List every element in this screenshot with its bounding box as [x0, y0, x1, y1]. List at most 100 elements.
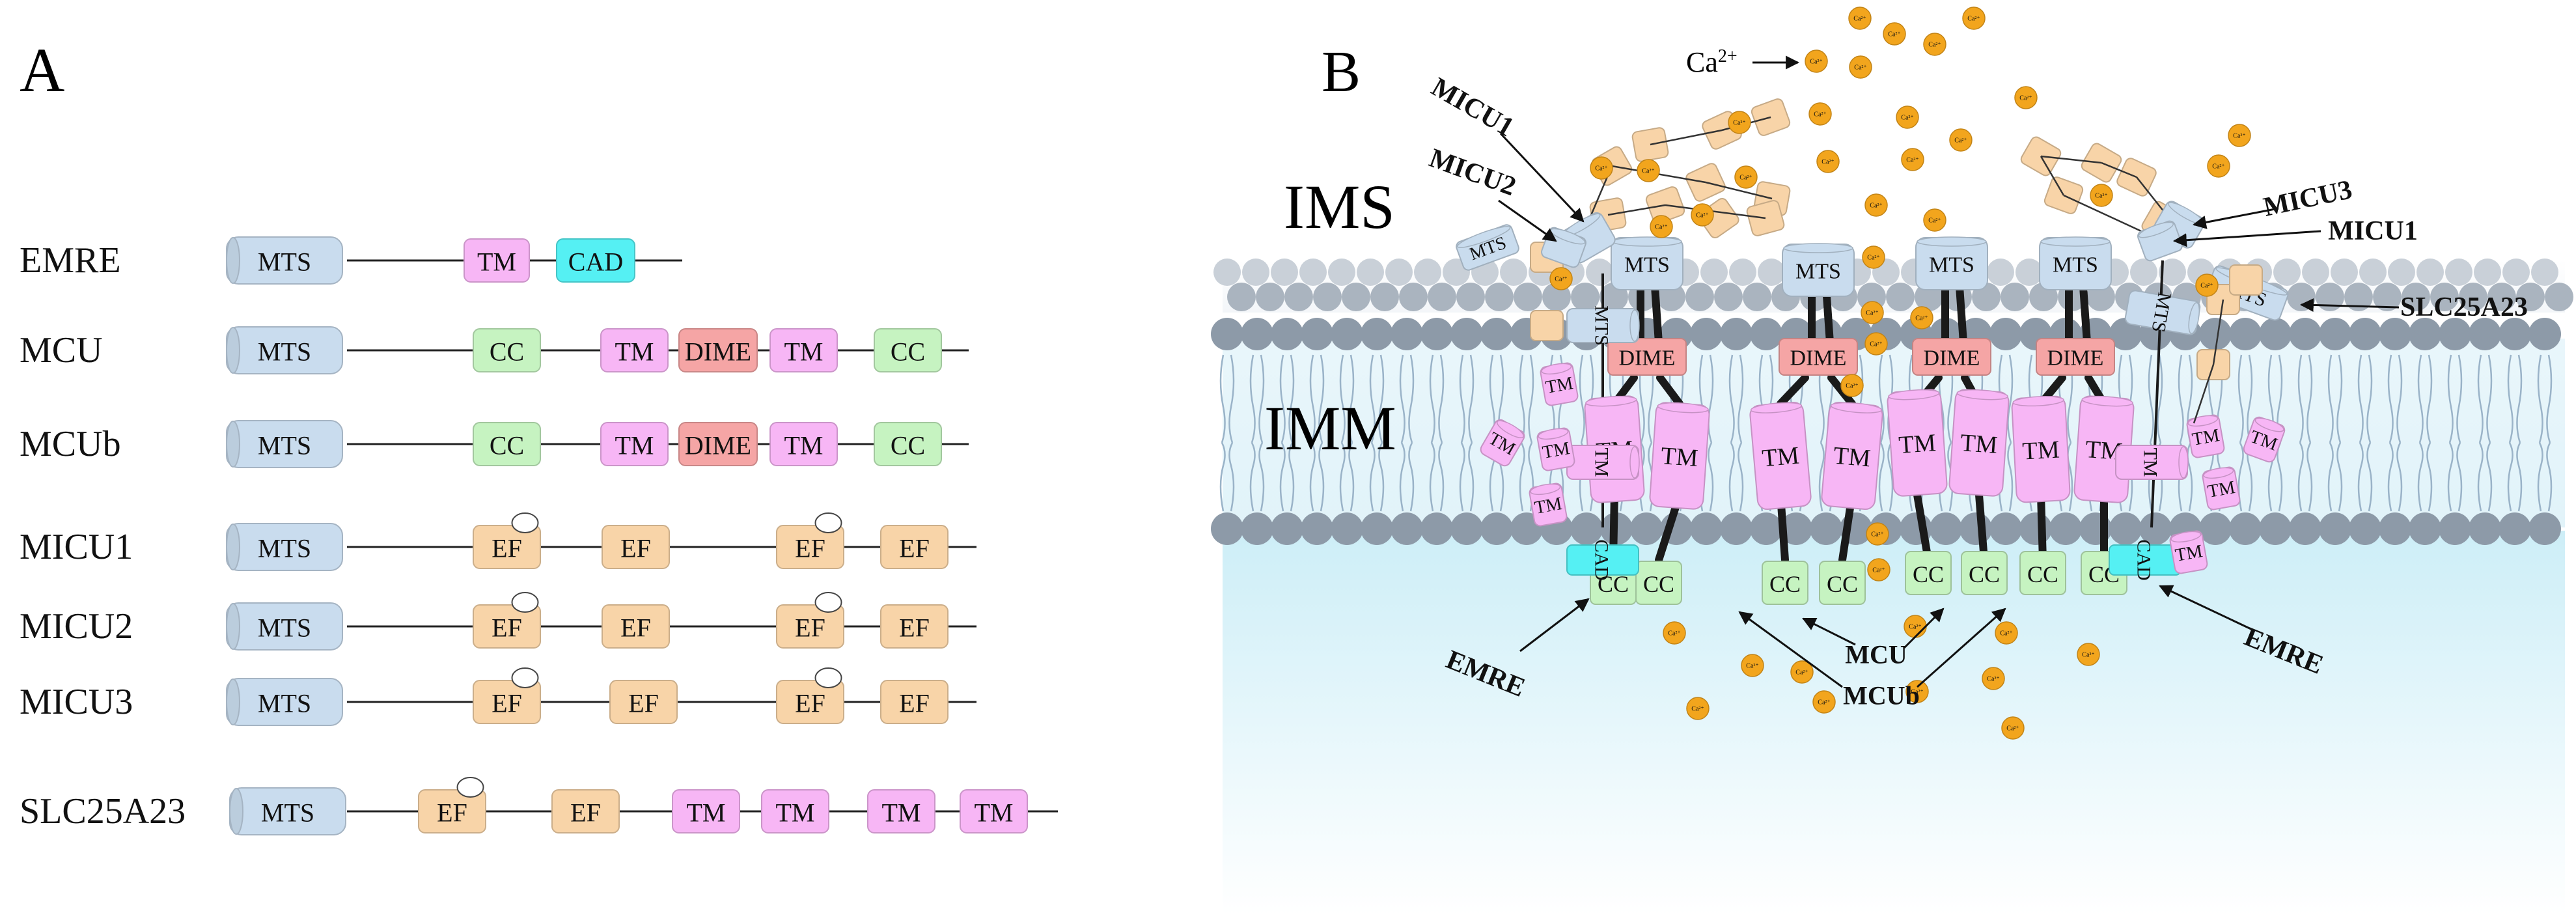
ca-ion-label: Ca²⁺: [1987, 676, 1999, 683]
slc25a23-right-tm-3-label: TM: [2206, 477, 2237, 502]
mcu-tm-3-label: TM: [1761, 442, 1800, 473]
domain-cc: CC: [874, 328, 942, 372]
ca-ion: Ca²⁺: [1805, 49, 1828, 73]
domain-label: MTS: [258, 431, 311, 460]
domain-label: EF: [628, 689, 659, 718]
domain-tm: TM: [464, 238, 530, 283]
domain-mts: MTS: [226, 326, 343, 374]
ca-ion: Ca²⁺: [1790, 660, 1814, 684]
domain-tm: TM: [672, 789, 740, 833]
protein-name: MICU2: [20, 606, 133, 647]
callout-micu1-left-arrow: [1499, 132, 1585, 223]
mcu-tm-4: TM: [1821, 401, 1883, 511]
mcu-tm-3: TM: [1749, 401, 1812, 511]
mcu-tm-4-label: TM: [1833, 442, 1872, 473]
mcu-cc-5-label: CC: [1913, 561, 1944, 587]
mcu-cc-7-label: CC: [2027, 561, 2058, 587]
callout-micu1-left-label: MICU1: [1426, 72, 1519, 143]
mcu-dime-4: DIME: [2036, 338, 2115, 376]
ca-ion-label: Ca²⁺: [1867, 255, 1879, 262]
emre-right-tm-label: TM: [2140, 448, 2161, 477]
ca-ion-label: Ca²⁺: [2200, 283, 2213, 290]
ca-ion-label: Ca²⁺: [1909, 624, 1921, 631]
emre-left-tm-label: TM: [1591, 448, 1613, 477]
mcu-cc-7: CC: [2019, 551, 2066, 595]
mcu-cc-4: CC: [1819, 561, 1866, 605]
calcium-ions: Ca²⁺ Ca²⁺ Ca²⁺ Ca²⁺ Ca²⁺ Ca²⁺ Ca²⁺ Ca²⁺ Ca²⁺ Ca²⁺…: [1549, 7, 2251, 740]
ca-ion-label: Ca²⁺: [1871, 531, 1883, 539]
ca-ion: Ca²⁺: [1864, 332, 1888, 356]
domain-label: EF: [899, 534, 930, 563]
slc25a23-left-tm-1-label: TM: [1544, 373, 1575, 398]
domain-label: CAD: [568, 247, 623, 277]
calcium-binding-site: [814, 667, 842, 688]
ca-ion: Ca²⁺: [1896, 105, 1919, 129]
ca-ion-label: Ca²⁺: [2212, 163, 2224, 171]
ca-ion-label: Ca²⁺: [1906, 157, 1918, 164]
domain-label: DIME: [685, 337, 751, 367]
slc25a23-right-tm-3: TM: [2202, 466, 2241, 511]
domain-label: EF: [795, 534, 825, 563]
domain-tm: TM: [769, 422, 838, 466]
slc25a23-left-tm-1: TM: [1540, 362, 1579, 406]
mcu-cc-3: CC: [1762, 561, 1808, 605]
slc25a23-left-tm-4: TM: [1529, 483, 1568, 527]
ca-ion: Ca²⁺: [2014, 86, 2038, 109]
mcu-tm-6: TM: [1948, 389, 2010, 497]
slc25a23-right-tm-4: TM: [2169, 530, 2208, 574]
calcium-binding-site: [814, 512, 842, 533]
domain-ef: EF: [609, 680, 678, 724]
ca-ion: Ca²⁺: [1728, 111, 1751, 134]
ca-ion: Ca²⁺: [1816, 150, 1840, 173]
slc25a23-left-tm-3: TM: [1480, 419, 1525, 467]
slc25a23-right-tm-1: TM: [2186, 414, 2225, 458]
ca-ion: Ca²⁺: [1734, 165, 1758, 189]
mcu-dime-4-label: DIME: [2047, 346, 2104, 371]
emre-right-cad: CAD: [2109, 539, 2181, 581]
ca-ion-label: Ca²⁺: [2095, 193, 2107, 200]
domain-label: CC: [891, 431, 925, 460]
protein-name: SLC25A23: [20, 791, 186, 832]
mcu-mts-3: MTS: [1915, 236, 1988, 290]
domain-label: TM: [784, 337, 824, 367]
mcu-dime-1: DIME: [1607, 338, 1687, 376]
callout-micu1-right-label: MICU1: [2328, 216, 2418, 246]
mcu-mts-1-label: MTS: [1624, 253, 1670, 277]
callout-mcu-label: MCU: [1845, 640, 1907, 669]
callout-micu2-arrow: [1498, 199, 1557, 242]
domain-label: DIME: [685, 431, 751, 460]
mcu-mts-3-label: MTS: [1929, 253, 1974, 277]
ca-ion: Ca²⁺: [2077, 643, 2100, 666]
ca-ion: Ca²⁺: [1910, 306, 1933, 329]
domain-ef: EF: [473, 592, 541, 649]
mcu-mts-2-label: MTS: [1795, 260, 1841, 284]
mcu-dime-3: DIME: [1912, 338, 1991, 376]
domain-label: TM: [687, 798, 726, 828]
ca-ion-label: Ca²⁺: [1810, 59, 1822, 66]
domain-label: CC: [490, 337, 524, 367]
mcu-tm-7-label: TM: [2022, 436, 2060, 466]
domain-label: EF: [570, 798, 601, 828]
callout-mcub-label: MCUb: [1843, 681, 1920, 710]
ca-ion-label: Ca²⁺: [2000, 630, 2012, 637]
mcu-dime-2-label: DIME: [1790, 346, 1847, 371]
ca-ion: Ca²⁺: [1637, 159, 1660, 182]
ca-ion-label: Ca²⁺: [1595, 165, 1607, 173]
domain-label: TM: [477, 247, 516, 277]
domain-label: EF: [899, 613, 930, 643]
panel-a-label: A: [20, 35, 64, 105]
ca-ion: Ca²⁺: [2090, 184, 2113, 207]
domain-dime: DIME: [678, 328, 758, 372]
mcu-mts-2: MTS: [1782, 243, 1855, 297]
domain-label: EF: [437, 798, 467, 828]
callout-mcu: MCU: [1802, 608, 1945, 669]
emre-right-tm: TM: [2115, 445, 2189, 480]
domain-ef: EF: [551, 789, 620, 833]
micu1-right-mts: [2137, 220, 2183, 262]
